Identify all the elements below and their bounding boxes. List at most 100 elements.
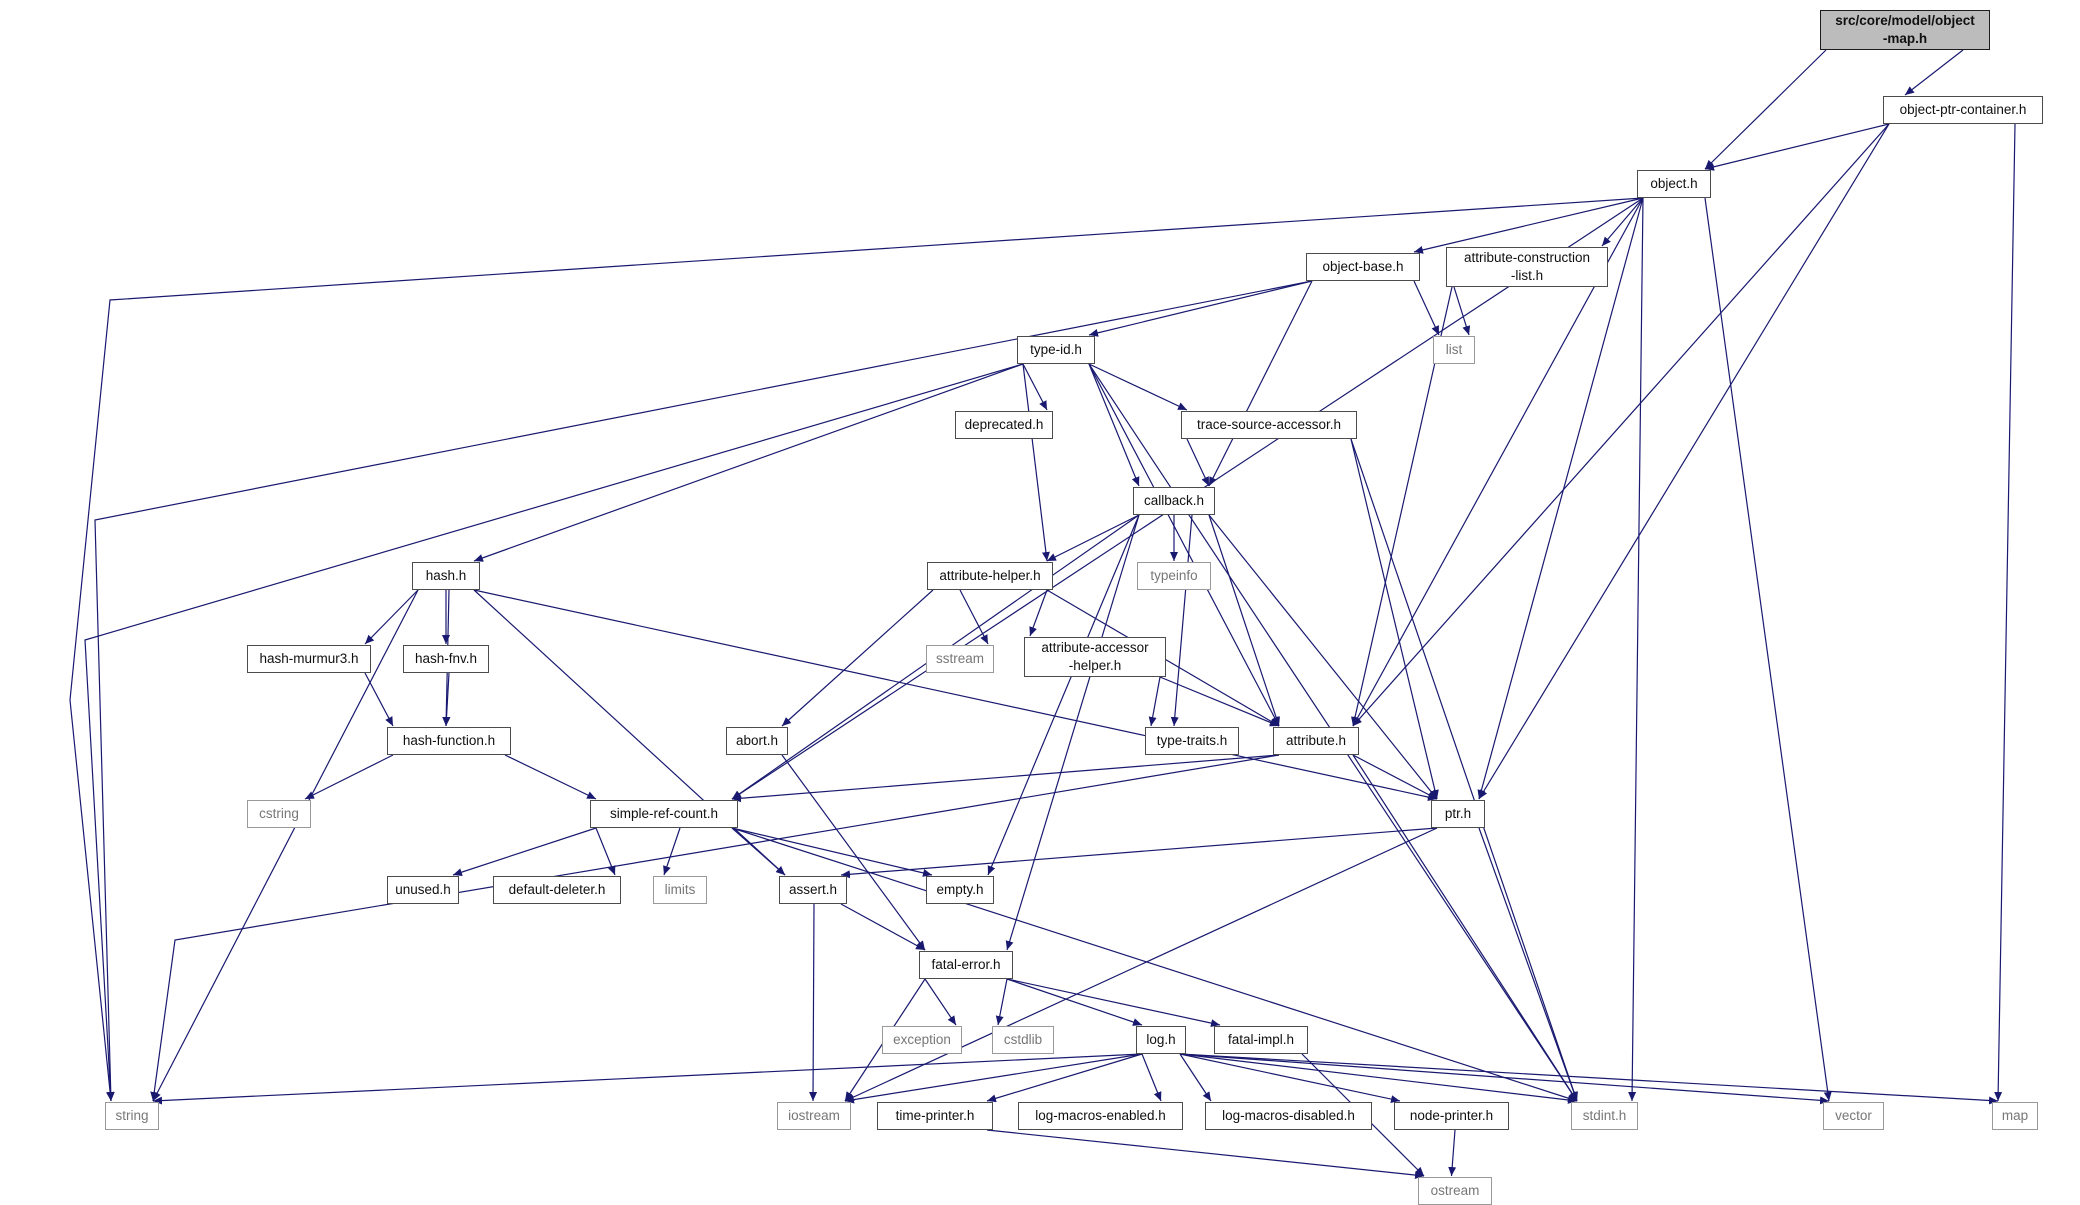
- graph-node-simple-ref-count[interactable]: simple-ref-count.h: [590, 800, 738, 828]
- graph-node-hash-murmur3[interactable]: hash-murmur3.h: [247, 645, 371, 673]
- include-edge-hash-to-ptr: [473, 589, 1438, 802]
- include-edge-object-base-to-callback: [1208, 280, 1313, 487]
- graph-node-fatal-impl[interactable]: fatal-impl.h: [1214, 1026, 1308, 1054]
- include-edge-log-to-log-macros-enabled: [1141, 1053, 1162, 1102]
- graph-node-log-macros-disabled[interactable]: log-macros-disabled.h: [1205, 1102, 1372, 1130]
- graph-node-attr-accessor-helper[interactable]: attribute-accessor -helper.h: [1024, 637, 1166, 677]
- include-edge-simple-ref-count-to-default-deleter: [595, 827, 616, 876]
- include-edge-log-to-log-macros-disabled: [1179, 1053, 1212, 1102]
- graph-node-node-printer[interactable]: node-printer.h: [1394, 1102, 1509, 1130]
- graph-node-abort[interactable]: abort.h: [726, 727, 788, 755]
- include-edge-type-id-to-callback: [1088, 363, 1140, 487]
- include-edge-attribute-to-ptr: [1352, 754, 1438, 800]
- include-edge-object-to-ptr: [1477, 197, 1644, 800]
- graph-node-log-macros-enabled[interactable]: log-macros-enabled.h: [1018, 1102, 1183, 1130]
- include-edge-log-to-string: [152, 1053, 1143, 1105]
- graph-node-empty[interactable]: empty.h: [926, 876, 994, 904]
- graph-node-sstream: sstream: [926, 645, 994, 673]
- include-edge-attribute-helper-to-attr-accessor-helper: [1029, 589, 1048, 637]
- graph-node-attribute[interactable]: attribute.h: [1273, 727, 1359, 755]
- include-edge-callback-to-attribute-helper: [1046, 514, 1140, 562]
- graph-node-type-id[interactable]: type-id.h: [1017, 336, 1095, 364]
- include-edge-log-to-vector: [1179, 1053, 1830, 1105]
- include-edge-callback-to-ptr: [1208, 514, 1438, 800]
- include-edge-hash-fnv-to-hash-function: [442, 672, 451, 727]
- graph-node-ptr[interactable]: ptr.h: [1431, 800, 1485, 828]
- graph-node-typeinfo: typeinfo: [1137, 562, 1211, 590]
- graph-node-cstring: cstring: [247, 800, 311, 828]
- include-edge-object-to-stdint: [1628, 197, 1644, 1102]
- graph-node-trace-source-accessor[interactable]: trace-source-accessor.h: [1181, 411, 1357, 439]
- graph-node-cstdlib: cstdlib: [992, 1026, 1054, 1054]
- include-edge-assert-to-iostream: [809, 903, 818, 1102]
- graph-node-attribute-helper[interactable]: attribute-helper.h: [927, 562, 1053, 590]
- include-edge-attribute-to-string: [150, 754, 1280, 1102]
- graph-node-object[interactable]: object.h: [1637, 170, 1711, 198]
- include-edge-attribute-to-simple-ref-count: [731, 754, 1280, 803]
- graph-node-exception: exception: [882, 1026, 962, 1054]
- include-edge-callback-to-fatal-error: [1005, 514, 1140, 951]
- include-edge-log-to-iostream: [844, 1053, 1143, 1104]
- graph-node-log[interactable]: log.h: [1136, 1026, 1186, 1054]
- include-edge-attribute-to-stdint: [1352, 754, 1578, 1102]
- include-edge-callback-to-empty: [987, 514, 1140, 876]
- include-edge-simple-ref-count-to-empty: [731, 827, 933, 877]
- include-edge-object-to-attr-construction-list: [1601, 197, 1644, 247]
- include-edge-object-ptr-container-to-map: [1994, 123, 2016, 1102]
- include-edge-attr-accessor-helper-to-type-traits: [1148, 676, 1161, 727]
- include-edge-attr-construction-list-to-list: [1453, 286, 1471, 336]
- graph-node-string: string: [105, 1102, 159, 1130]
- include-edge-object-ptr-container-to-object: [1704, 123, 1890, 171]
- graph-node-object-base[interactable]: object-base.h: [1306, 253, 1420, 281]
- include-edge-callback-to-attribute: [1208, 514, 1280, 727]
- graph-node-callback[interactable]: callback.h: [1133, 487, 1215, 515]
- include-edge-object-ptr-container-to-attribute: [1352, 123, 1890, 727]
- include-edge-hash-to-hash-murmur3: [364, 589, 419, 645]
- graph-node-hash-function[interactable]: hash-function.h: [387, 727, 511, 755]
- graph-node-assert[interactable]: assert.h: [779, 876, 847, 904]
- include-edge-log-to-map: [1179, 1053, 1999, 1105]
- graph-node-ostream: ostream: [1418, 1177, 1492, 1205]
- graph-node-deprecated[interactable]: deprecated.h: [955, 411, 1053, 439]
- graph-node-map: map: [1992, 1102, 2038, 1130]
- include-edge-object-base-to-type-id: [1088, 280, 1313, 337]
- include-edge-log-to-stdint: [1179, 1053, 1578, 1104]
- graph-node-object-ptr-container[interactable]: object-ptr-container.h: [1883, 96, 2043, 124]
- include-edge-hash-murmur3-to-hash-function: [364, 672, 394, 727]
- graph-node-fatal-error[interactable]: fatal-error.h: [919, 951, 1013, 979]
- graph-node-attr-construction-list[interactable]: attribute-construction -list.h: [1446, 247, 1608, 287]
- graph-node-unused[interactable]: unused.h: [387, 876, 459, 904]
- graph-node-default-deleter[interactable]: default-deleter.h: [493, 876, 621, 904]
- include-edge-type-id-to-attribute: [1088, 363, 1280, 727]
- include-edge-attribute-helper-to-abort: [781, 589, 934, 727]
- graph-node-time-printer[interactable]: time-printer.h: [877, 1102, 993, 1130]
- include-edge-attribute-helper-to-sstream: [959, 589, 989, 645]
- graph-node-object-map: src/core/model/object -map.h: [1820, 10, 1990, 50]
- include-edge-ptr-to-stdint: [1478, 827, 1578, 1102]
- include-edge-log-to-node-printer: [1179, 1053, 1401, 1104]
- include-edge-hash-function-to-cstring: [304, 754, 394, 800]
- include-edge-object-to-object-base: [1413, 197, 1644, 254]
- include-edge-object-base-to-list: [1413, 280, 1440, 336]
- include-edge-object-base-to-string: [94, 280, 1313, 1102]
- include-edge-type-id-to-trace-source-accessor: [1088, 363, 1188, 411]
- include-edge-fatal-error-to-fatal-impl: [1006, 978, 1221, 1028]
- include-edge-node-printer-to-ostream: [1448, 1129, 1457, 1177]
- graph-node-hash[interactable]: hash.h: [412, 562, 480, 590]
- graph-node-list: list: [1433, 336, 1475, 364]
- graph-node-iostream: iostream: [777, 1102, 851, 1130]
- graph-node-hash-fnv[interactable]: hash-fnv.h: [403, 645, 489, 673]
- include-edge-object-to-string: [69, 197, 1644, 1102]
- graph-node-type-traits[interactable]: type-traits.h: [1145, 727, 1239, 755]
- include-edge-object-map-to-object: [1704, 49, 1827, 170]
- include-edge-hash-to-string: [152, 589, 419, 1102]
- include-edge-simple-ref-count-to-stdint: [731, 827, 1578, 1103]
- include-edge-type-id-to-attribute-helper: [1022, 363, 1050, 562]
- graph-node-stdint: stdint.h: [1571, 1102, 1638, 1130]
- include-edge-fatal-error-to-exception: [924, 978, 957, 1026]
- include-edge-callback-to-type-traits: [1170, 514, 1193, 727]
- include-edge-ptr-to-assert: [840, 827, 1438, 879]
- include-edge-simple-ref-count-to-assert: [731, 827, 786, 876]
